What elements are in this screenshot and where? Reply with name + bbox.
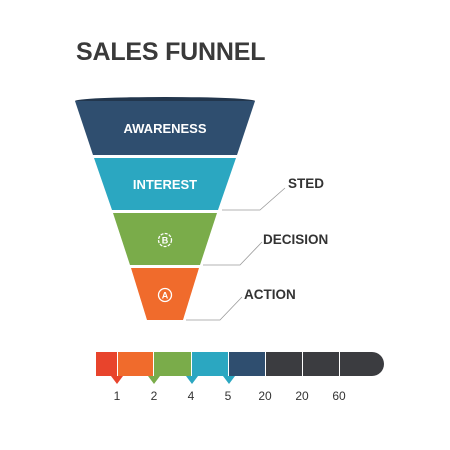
scale-segment-1 [96, 352, 117, 376]
scale-segment-2 [118, 352, 153, 376]
a-badge-label: A [162, 290, 169, 300]
page-title: SALES FUNNEL [76, 38, 266, 66]
scale-marker-3 [186, 376, 198, 384]
funnel-segment-awareness-label: AWARENESS [123, 121, 206, 136]
side-label-decision: DECISION [263, 232, 328, 247]
scale-segment-6 [266, 352, 302, 376]
a-badge-icon: A [157, 287, 173, 303]
funnel-segment-interest-label: INTEREST [133, 177, 197, 192]
scale-label-2: 2 [151, 389, 158, 403]
b-badge-icon: B [157, 232, 173, 248]
funnel-segment-decision [113, 213, 217, 265]
scale-marker-4 [223, 376, 235, 384]
scale-bar [96, 352, 384, 384]
scale-marker-2 [148, 376, 160, 384]
side-label-action: ACTION [244, 287, 296, 302]
funnel-segment-action [131, 268, 199, 320]
scale-label-5: 20 [258, 389, 272, 403]
scale-label-7: 60 [332, 389, 346, 403]
scale-label-3: 4 [188, 389, 195, 403]
scale-marker-1 [111, 376, 123, 384]
scale-segment-3 [154, 352, 191, 376]
scale-segment-8 [340, 352, 384, 376]
scale-label-6: 20 [295, 389, 309, 403]
scale-label-4: 5 [225, 389, 232, 403]
side-label-sted: STED [288, 176, 324, 191]
b-badge-label: B [162, 235, 169, 245]
scale-segment-5 [229, 352, 265, 376]
scale-segment-4 [192, 352, 228, 376]
scale-segment-7 [303, 352, 339, 376]
leader-line-decision [203, 241, 263, 266]
leader-line-sted [222, 187, 286, 211]
funnel-segment-interest [94, 158, 236, 210]
scale-label-1: 1 [114, 389, 121, 403]
funnel-segment-awareness [75, 101, 255, 155]
leader-line-action [186, 296, 243, 321]
